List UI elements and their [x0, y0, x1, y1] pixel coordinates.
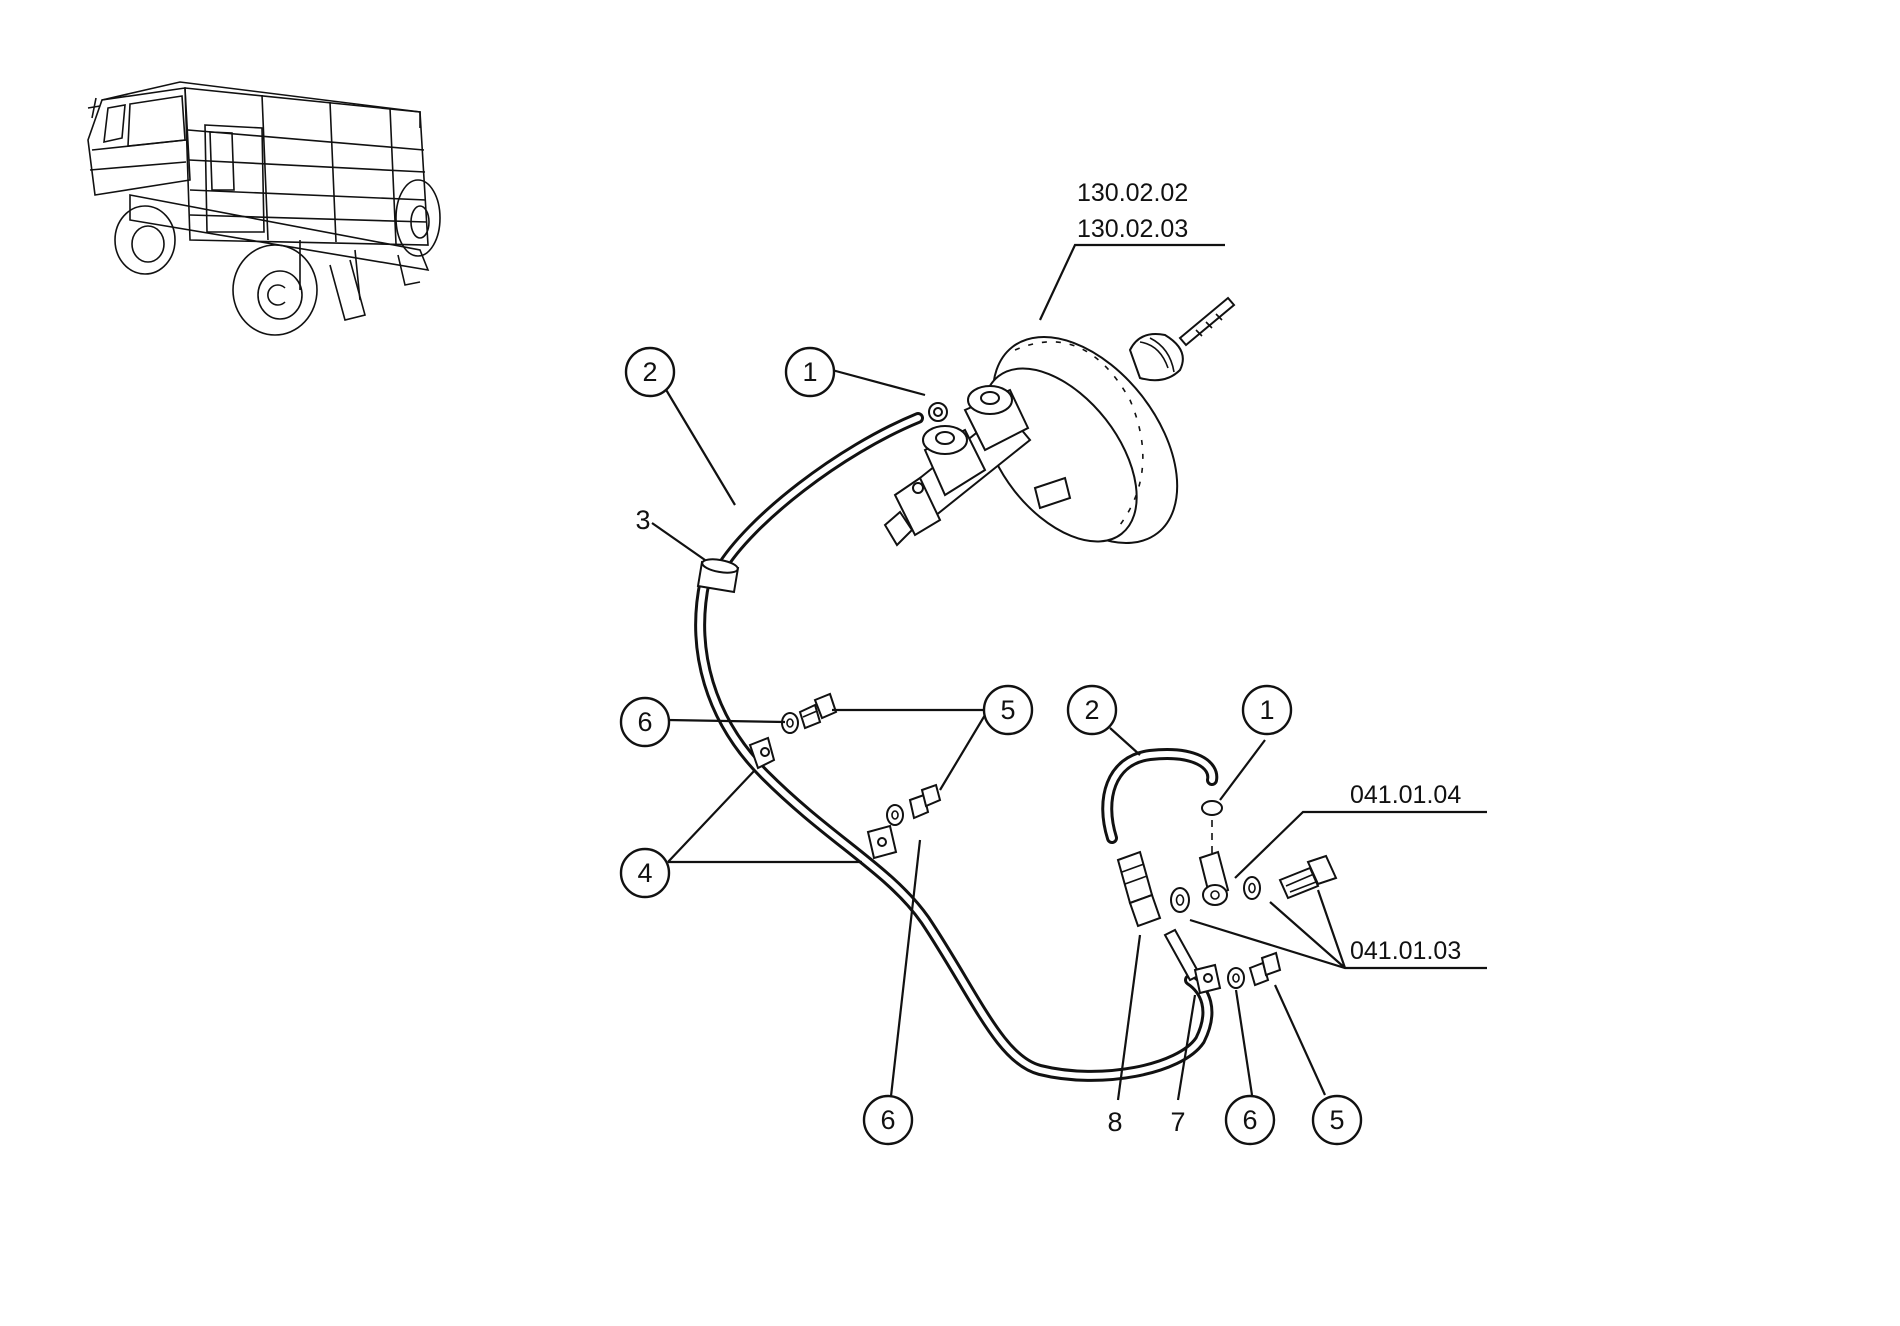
svg-text:6: 6 — [1242, 1105, 1257, 1135]
svg-text:4: 4 — [637, 858, 652, 888]
vacuum-fitting-icon — [1198, 850, 1230, 906]
check-valve-icon — [1116, 850, 1202, 982]
leader-lines — [651, 243, 1487, 1106]
ref-130-02-02: 130.02.02 — [1077, 179, 1188, 207]
svg-text:5: 5 — [1000, 695, 1015, 725]
ref-041-01-04: 041.01.04 — [1350, 781, 1461, 809]
label-7: 7 — [1170, 1107, 1185, 1137]
grommet-icon — [696, 558, 740, 594]
screw-lower-icon — [1248, 951, 1282, 987]
clip-lower-icon — [1193, 963, 1222, 995]
svg-text:6: 6 — [637, 707, 652, 737]
brake-booster-icon — [982, 296, 1236, 545]
washer-lower-icon — [1227, 967, 1245, 989]
label-8: 8 — [1107, 1107, 1122, 1137]
screw-middle-icon — [908, 783, 942, 820]
label-3: 3 — [635, 505, 650, 535]
callout-5-bottom-right: 5 — [1311, 1094, 1363, 1146]
clip-upper-icon — [748, 736, 776, 770]
vehicle-thumbnail-icon — [87, 81, 441, 336]
callout-2-right: 2 — [1066, 684, 1118, 736]
washer-right-icon — [1170, 876, 1261, 913]
ref-041-01-03: 041.01.03 — [1350, 937, 1461, 965]
master-cylinder-icon — [883, 385, 1032, 547]
svg-text:5: 5 — [1329, 1105, 1344, 1135]
short-hose-right — [1101, 748, 1219, 844]
clip-middle-icon — [866, 824, 898, 860]
hose-clamp-right-icon — [1201, 800, 1223, 855]
ref-130-02-03: 130.02.03 — [1077, 215, 1188, 243]
svg-text:6: 6 — [880, 1105, 895, 1135]
washer-middle-icon — [886, 804, 904, 826]
callout-1-top: 1 — [784, 346, 836, 398]
screw-upper-icon — [798, 692, 838, 730]
svg-text:1: 1 — [802, 357, 817, 387]
svg-text:2: 2 — [642, 357, 657, 387]
callout-2-top: 2 — [624, 346, 676, 398]
svg-text:2: 2 — [1084, 695, 1099, 725]
callout-4: 4 — [619, 847, 671, 899]
banjo-bolt-icon — [1278, 854, 1338, 900]
callout-6-bottom: 6 — [862, 1094, 914, 1146]
svg-text:1: 1 — [1259, 695, 1274, 725]
callout-5-mid: 5 — [982, 684, 1034, 736]
callout-6-left: 6 — [619, 696, 671, 748]
callout-1-right: 1 — [1241, 684, 1293, 736]
vacuum-hose-main — [694, 412, 1214, 1082]
callout-6-bottom-right: 6 — [1224, 1094, 1276, 1146]
